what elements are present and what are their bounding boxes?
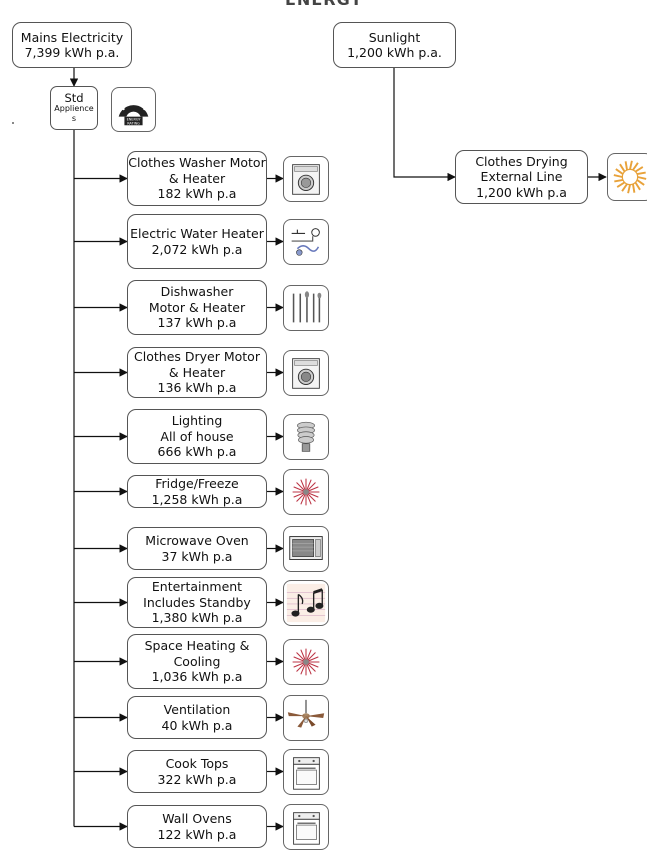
stove-icon xyxy=(283,748,329,795)
std-appliances-node: Std Applience s xyxy=(50,86,98,130)
page-header-fragment: ENERGY xyxy=(285,0,415,8)
appliance-label: Wall Ovens xyxy=(162,811,232,826)
appliance-label: Ventilation xyxy=(163,702,231,717)
mains-title: Mains Electricity xyxy=(20,29,124,45)
drying-title: Clothes Drying xyxy=(475,153,568,169)
appliance-label: Includes Standby xyxy=(143,594,251,610)
appliance-value: 2,072 kWh p.a xyxy=(151,241,243,257)
energy-label-line1: ENERGY xyxy=(127,117,142,121)
appliance-value: 136 kWh p.a xyxy=(157,380,237,396)
appliance-label: & Heater xyxy=(168,364,226,380)
appliance-label: Fridge/Freeze xyxy=(155,476,239,491)
appliance-label: Microwave Oven xyxy=(145,533,249,548)
appliance-value: 1,036 kWh p.a xyxy=(151,669,243,685)
appliance-label: Electric Water Heater xyxy=(130,226,264,241)
appliance-label: Lighting xyxy=(171,413,223,429)
microwave-icon xyxy=(283,525,329,572)
energy-label-line2: RATING xyxy=(127,121,140,125)
appliance-value: 322 kWh p.a xyxy=(157,771,237,787)
appliance-value: 122 kWh p.a xyxy=(157,826,237,842)
std-label-line2: Applience xyxy=(54,104,94,113)
clothes-drying-node: Clothes Drying External Line 1,200 kWh p… xyxy=(455,150,588,204)
dryer-icon xyxy=(283,349,329,396)
stray-mark xyxy=(12,122,14,124)
drying-subtitle: External Line xyxy=(480,169,563,185)
appliance-value: 1,258 kWh p.a xyxy=(151,491,243,507)
music-notes-icon xyxy=(283,579,329,626)
sunlight-value: 1,200 kWh p.a. xyxy=(347,45,442,60)
energy-rating-icon: ENERGY RATING xyxy=(111,87,156,132)
appliance-value: 666 kWh p.a xyxy=(157,444,237,460)
appliance-label: Entertainment xyxy=(151,579,243,595)
snowflake-icon xyxy=(283,468,329,515)
mains-value: 7,399 kWh p.a. xyxy=(24,45,120,60)
washing-machine-icon xyxy=(283,155,329,202)
appliance-value: 1,380 kWh p.a xyxy=(151,610,243,626)
appliance-label: Clothes Washer Motor xyxy=(128,155,266,171)
std-label-line3: s xyxy=(71,114,77,123)
sunlight-title: Sunlight xyxy=(368,29,421,45)
appliance-label: Motor & Heater xyxy=(148,299,246,315)
appliance-value: 37 kWh p.a xyxy=(161,548,233,564)
appliance-value: 137 kWh p.a xyxy=(157,315,237,331)
header-fragment-text: ENERGY xyxy=(285,0,415,8)
appliance-label: & Heater xyxy=(168,170,226,186)
snowflake-icon xyxy=(283,638,329,685)
std-label: Std xyxy=(64,91,84,105)
ceiling-fan-icon xyxy=(283,694,329,741)
appliance-value: 182 kWh p.a xyxy=(157,186,237,202)
mains-electricity-node: Mains Electricity 7,399 kWh p.a. xyxy=(12,22,132,68)
light-bulb-icon xyxy=(283,413,329,460)
appliance-label: Cooling xyxy=(173,653,221,669)
sun-icon xyxy=(607,153,647,201)
appliance-label: Space Heating & xyxy=(144,638,250,654)
appliance-label: Clothes Dryer Motor xyxy=(134,349,260,365)
appliance-value: 40 kWh p.a xyxy=(161,717,233,733)
water-heater-icon xyxy=(283,218,329,265)
drying-value: 1,200 kWh p.a xyxy=(476,184,567,200)
stove-icon xyxy=(283,803,329,850)
sunlight-node: Sunlight 1,200 kWh p.a. xyxy=(333,22,456,68)
connector-arrow xyxy=(393,68,456,182)
appliance-label: Cook Tops xyxy=(165,756,229,771)
cutlery-icon xyxy=(283,284,329,331)
appliance-label: Dishwasher xyxy=(160,284,234,300)
appliance-label: All of house xyxy=(160,428,234,444)
